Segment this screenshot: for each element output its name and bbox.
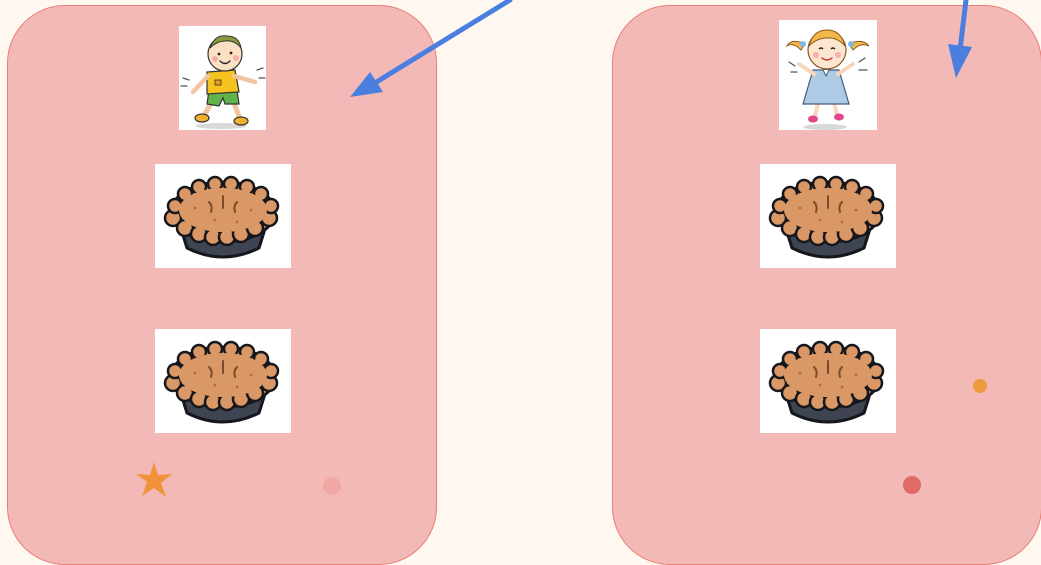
right-group-panel [612,5,1041,565]
pie-image-3 [760,164,896,268]
pie-image-2 [155,329,291,433]
red-dot [903,476,921,494]
pie-image-1 [155,164,291,268]
pie-image-4 [760,329,896,433]
girl-image [779,20,877,130]
dot-decoration [323,477,341,495]
small-orange-dot [973,379,987,393]
star-decoration [136,462,172,497]
left-group-panel [7,5,437,565]
boy-image [179,26,266,130]
